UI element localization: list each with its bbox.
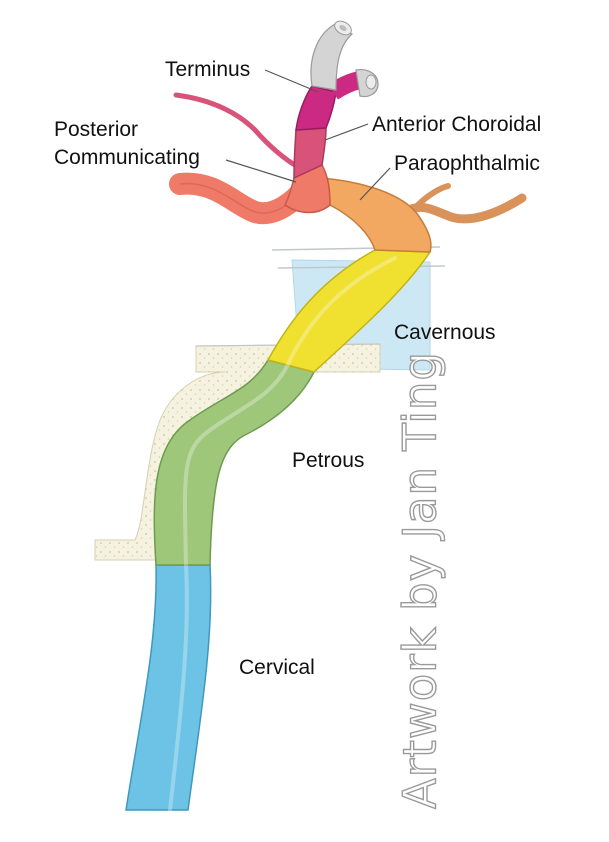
terminus-leader [264, 69, 319, 93]
label-petrous: Petrous [292, 449, 365, 472]
paraophthalmic-leader [359, 167, 391, 201]
anterior-choroidal-vessel [173, 92, 303, 171]
label-cavernous: Cavernous [394, 321, 496, 344]
cervical-segment [125, 564, 212, 811]
ophthalmic-artery-branch [400, 193, 527, 224]
anterior-choroidal-segment [293, 127, 327, 180]
posterior-communicating-segment [284, 164, 331, 214]
label-posterior-communicating-line2: Communicating [54, 146, 200, 169]
artist-watermark: Artwork by Jan Ting [393, 350, 447, 809]
posterior-communicating-artery-branch [169, 172, 316, 225]
label-anterior-choroidal: Anterior Choroidal [372, 113, 542, 136]
label-cervical: Cervical [239, 656, 315, 679]
terminus-segment [295, 85, 337, 131]
anterior-choroidal-leader [324, 123, 369, 141]
label-posterior-communicating-line1: Posterior [54, 118, 139, 141]
label-terminus: Terminus [165, 58, 251, 81]
label-paraophthalmic: Paraophthalmic [394, 152, 540, 175]
posterior-communicating-leader [225, 159, 297, 183]
paraophthalmic-segment [318, 177, 432, 253]
terminus-right-branch [328, 71, 362, 100]
